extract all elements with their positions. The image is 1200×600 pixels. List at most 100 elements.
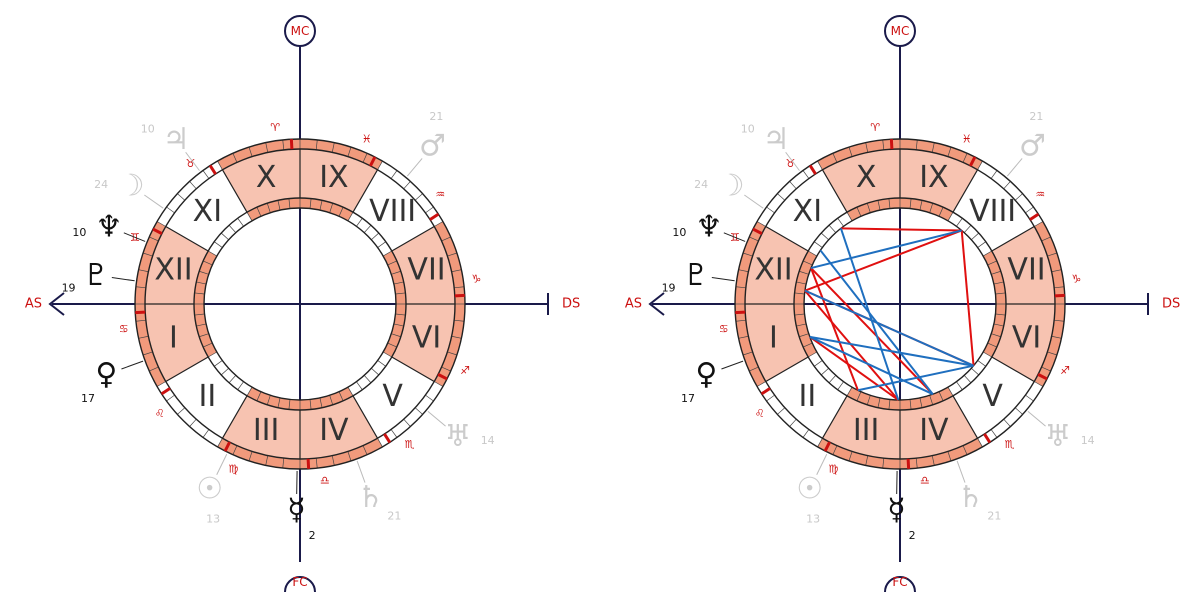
outer-degree-tick [977,438,983,448]
inner-degree-tick [387,260,397,266]
inner-degree-tick [194,292,205,295]
mc-label: MC [891,24,910,38]
inner-degree-tick [319,200,323,211]
house-numeral-1: I [769,320,778,355]
zodiac-sign-icon: ♐ [460,364,470,377]
house-highlight-1 [745,304,809,382]
aspect-line-red [810,267,859,391]
wheel-ring-1 [734,138,1066,470]
house-numeral-12: XII [754,253,792,288]
inner-degree-tick [837,381,844,390]
mercury-degree: 2 [309,529,316,542]
outer-degree-tick [962,153,968,163]
outer-degree-tick [138,269,149,273]
aspect-line-red [804,289,900,401]
moon-degree: 24 [94,178,108,191]
inner-degree-tick [199,333,209,338]
planet-pointer-line [216,453,228,475]
mc-label: MC [291,24,310,38]
jupiter-icon: ♃ [763,122,790,157]
planet-pointer-line [356,460,366,483]
outer-degree-tick [1047,252,1058,257]
sign-boundary-marker [752,227,763,235]
outer-degree-tick [347,451,352,462]
outer-degree-tick [802,170,810,179]
aspect-line-red [804,229,963,292]
outer-degree-tick [441,366,451,372]
inner-degree-tick [956,218,963,227]
outer-degree-tick [315,458,318,469]
sign-boundary-marker [823,441,831,452]
outer-degree-tick [990,170,998,179]
house-numeral-2: II [199,379,217,414]
outer-degree-tick [738,335,749,339]
zodiac-sign-icon: ♏ [1005,438,1015,451]
zodiac-sign-icon: ♎ [920,474,930,487]
inner-degree-tick [387,342,397,348]
ds-label: DS [1162,297,1180,312]
outer-degree-tick [177,193,186,201]
inner-degree-tick [391,333,401,338]
house-highlight-7 [391,226,455,304]
outer-degree-tick [347,146,352,157]
inner-degree-tick [391,270,401,275]
zodiac-sign-icon: ♒ [435,188,445,201]
inner-degree-tick [814,241,823,248]
planet-pointer-line [721,360,744,370]
outer-degree-tick [454,286,465,289]
mc-circle [284,15,316,47]
inner-degree-tick [982,250,992,257]
outer-degree-tick [832,153,838,163]
inner-degree-tick [220,232,229,241]
zodiac-sign-icon: ♓ [362,132,372,145]
inner-degree-tick [991,333,1001,338]
zodiac-sign-icon: ♋ [719,322,729,335]
inner-degree-tick [277,200,281,211]
planet-pointer-line [785,151,800,171]
inner-degree-tick [963,375,972,384]
inner-degree-tick [956,381,963,390]
inner-degree-tick [982,351,992,358]
outer-degree-tick [331,142,335,153]
outer-degree-tick [1054,319,1065,322]
sign-boundary-marker [1054,293,1065,298]
sign-boundary-marker [808,164,817,175]
inner-degree-tick [919,397,923,408]
inner-degree-tick [796,323,807,327]
inner-degree-tick [929,203,934,213]
mercury-icon: ☿ [887,492,905,527]
outer-degree-tick [414,407,423,415]
outer-degree-tick [947,146,952,157]
aspect-line-blue [810,229,962,270]
outer-degree-tick [865,455,869,466]
sign-boundary-marker [1029,212,1040,221]
inner-degree-tick [866,203,871,213]
inner-degree-tick [395,313,406,316]
inner-degree-tick [246,212,253,222]
mc-circle [884,15,916,47]
sign-boundary-marker [208,164,217,175]
sign-boundary-marker [306,458,311,469]
house-cusp-line [391,356,435,383]
zodiac-sign-icon: ♓ [962,132,972,145]
inner-degree-tick [828,224,837,233]
outer-degree-tick [1003,181,1011,190]
outer-degree-tick [977,160,983,170]
inner-degree-tick [993,323,1004,327]
zodiac-sign-icon: ♍ [228,463,238,476]
sign-boundary-marker [223,441,231,452]
fc-label: FC [292,575,307,589]
inner-degree-tick [993,281,1004,285]
inner-degree-tick [237,218,244,227]
inner-degree-tick [909,399,912,410]
sun-icon: ☉ [196,472,223,507]
outer-degree-tick [282,458,285,469]
house-numeral-1: I [169,320,178,355]
venus-icon: ♀ [695,357,717,392]
house-numeral-4: IV [319,413,349,448]
house-highlight-3 [822,395,900,459]
sign-boundary-marker [383,433,392,444]
outer-degree-tick [177,407,186,415]
outer-degree-tick [735,286,746,289]
outer-degree-tick [217,438,223,448]
